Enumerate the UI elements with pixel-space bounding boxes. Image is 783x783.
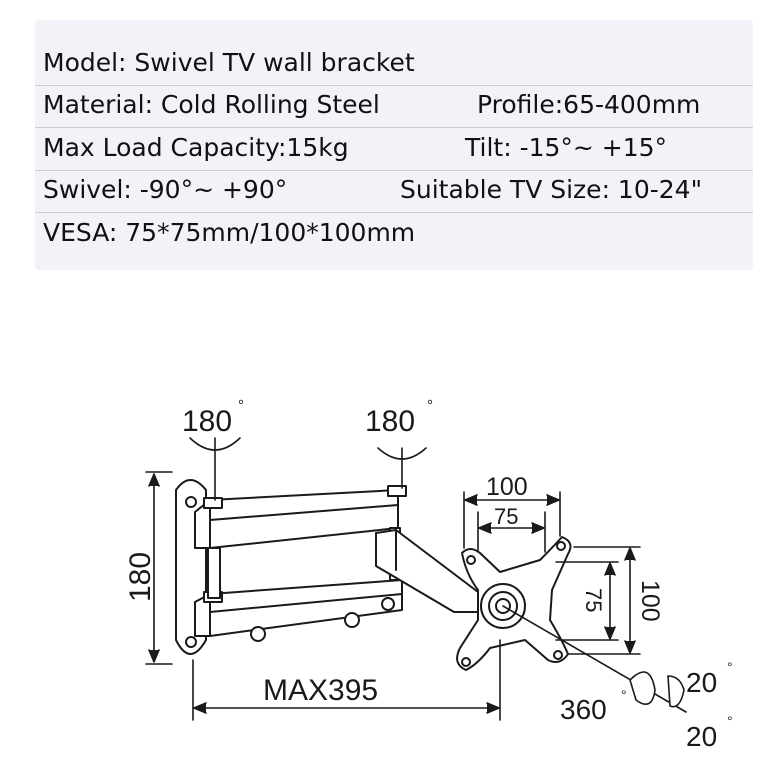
rotation-right-label: 180: [365, 405, 415, 438]
reach-label: MAX395: [263, 674, 378, 707]
spec-profile: Profile:65-400mm: [477, 90, 701, 119]
tilt-down-label: 20: [686, 721, 717, 752]
rotation-left-label: 180: [182, 405, 232, 438]
tilt-down-degree: °: [727, 713, 733, 729]
vesa-plate: [456, 536, 572, 671]
rotation-right-degree: °: [427, 397, 433, 414]
tilt-up-degree: °: [727, 659, 733, 675]
rotation-plate-degree: °: [621, 687, 627, 703]
spec-row-vesa: VESA: 75*75mm/100*100mm: [35, 215, 753, 255]
reach-dimension: [192, 639, 501, 721]
height-dimension: [145, 471, 173, 665]
rotation-left-mark: [189, 437, 241, 501]
spec-row-swivel: Swivel: -90°~ +90° Suitable TV Size: 10-…: [35, 172, 753, 213]
spec-tv-size: Suitable TV Size: 10-24": [400, 175, 703, 204]
spec-model: Model: Swivel TV wall bracket: [43, 48, 415, 77]
rotation-left-degree: °: [238, 397, 244, 414]
bottom-arm: [194, 579, 403, 642]
vesa-outer-v-label: 100: [636, 580, 664, 622]
rotation-right-mark: [377, 447, 427, 489]
spec-row-load: Max Load Capacity:15kg Tilt: -15°~ +15°: [35, 130, 753, 171]
vesa-inner-h-label: 75: [494, 504, 518, 529]
spec-swivel: Swivel: -90°~ +90°: [43, 175, 288, 204]
top-arm: [194, 485, 407, 549]
spec-vesa: VESA: 75*75mm/100*100mm: [43, 218, 416, 247]
spec-row-material: Material: Cold Rolling Steel Profile:65-…: [35, 87, 753, 128]
spec-material: Material: Cold Rolling Steel: [43, 90, 380, 119]
spec-panel: Model: Swivel TV wall bracket Material: …: [35, 20, 753, 270]
spec-row-model: Model: Swivel TV wall bracket: [35, 45, 753, 86]
tilt-indicator: [502, 605, 687, 713]
spec-tilt: Tilt: -15°~ +15°: [465, 133, 668, 162]
vesa-vertical-dimension: [555, 546, 641, 655]
vesa-inner-v-label: 75: [581, 588, 606, 612]
rotation-plate-label: 360: [560, 694, 607, 725]
vesa-outer-h-label: 100: [486, 473, 528, 501]
height-label: 180: [124, 552, 157, 602]
vesa-horizontal-dimension: [463, 491, 561, 553]
tilt-up-label: 20: [686, 667, 717, 698]
spec-max-load: Max Load Capacity:15kg: [43, 133, 349, 162]
